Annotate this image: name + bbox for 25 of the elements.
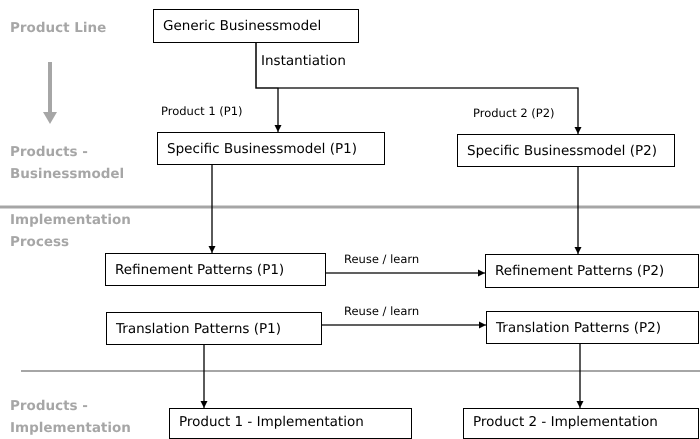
phase-label: Implementation Process [10,211,132,252]
phase-label: Products - Businessmodel [10,143,126,184]
arrow [200,345,208,408]
arrow [208,165,216,253]
process-box: Translation Patterns (P2) [486,311,699,344]
arrow [574,167,582,254]
process-box: Product 2 - Implementation [463,408,699,439]
annotation-text: Instantiation [261,53,346,69]
arrow [255,43,582,134]
process-box: Generic Businessmodel [153,9,359,43]
process-box: Translation Patterns (P1) [106,312,322,345]
arrow [326,270,485,276]
process-box: Refinement Patterns (P2) [485,254,699,288]
process-box: Refinement Patterns (P1) [105,253,326,286]
edge-label: Reuse / learn [343,304,420,318]
process-box: Product 1 - Implementation [169,408,412,439]
edge-label: Product 1 (P1) [160,104,244,118]
process-box: Specific Businessmodel (P1) [157,132,385,165]
arrow [576,344,584,408]
edge-label: Reuse / learn [343,252,420,266]
phase-label: Products - Implementation [10,397,132,438]
process-box: Specific Businessmodel (P2) [457,134,675,167]
phase-label: Product Line [10,19,106,38]
edge-label: Product 2 (P2) [472,106,556,120]
arrow [322,322,486,328]
